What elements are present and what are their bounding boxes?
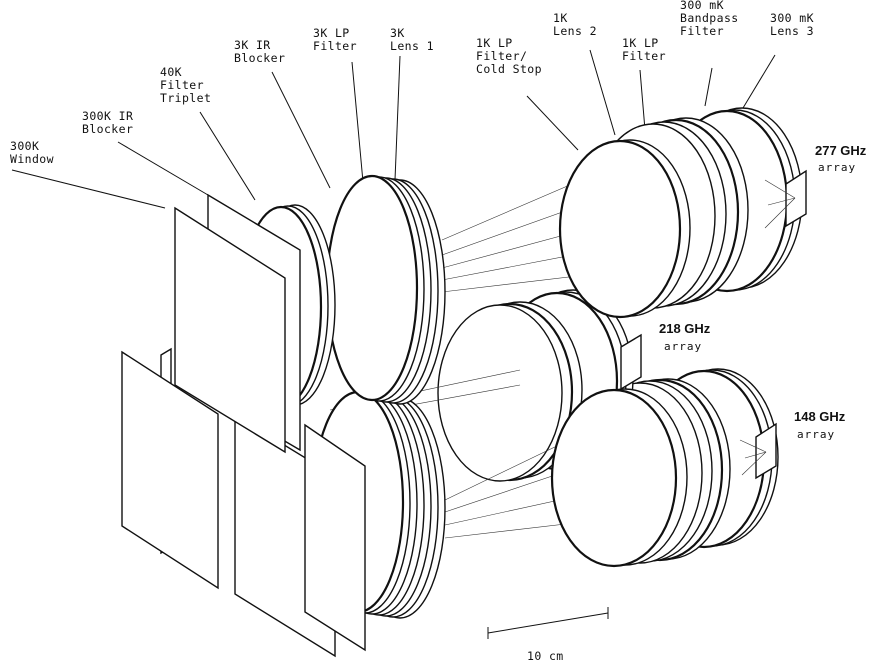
scale-bar-label: 10 cm bbox=[527, 649, 564, 663]
scale-bar: 10 cm bbox=[487, 607, 609, 663]
window-plates-bottom bbox=[121, 347, 366, 658]
filter-stack-1k-top bbox=[558, 139, 691, 319]
leader-lines bbox=[11, 49, 776, 209]
array-148-word: array bbox=[797, 428, 835, 441]
window-plates-top bbox=[174, 193, 301, 454]
detector-277ghz bbox=[785, 169, 807, 228]
filter-stack-1k-bottom bbox=[550, 388, 688, 568]
array-277-word: array bbox=[818, 161, 856, 174]
array-277-freq: 277 GHz bbox=[815, 143, 867, 158]
array-labels: 277 GHz array 218 GHz array 148 GHz arra… bbox=[659, 143, 867, 441]
array-218-word: array bbox=[664, 340, 702, 353]
lens-stack-218 bbox=[437, 289, 634, 482]
array-218-freq: 218 GHz bbox=[659, 321, 711, 336]
array-148-freq: 148 GHz bbox=[794, 409, 846, 424]
detector-218ghz bbox=[620, 333, 642, 391]
detector-148ghz bbox=[755, 422, 777, 480]
